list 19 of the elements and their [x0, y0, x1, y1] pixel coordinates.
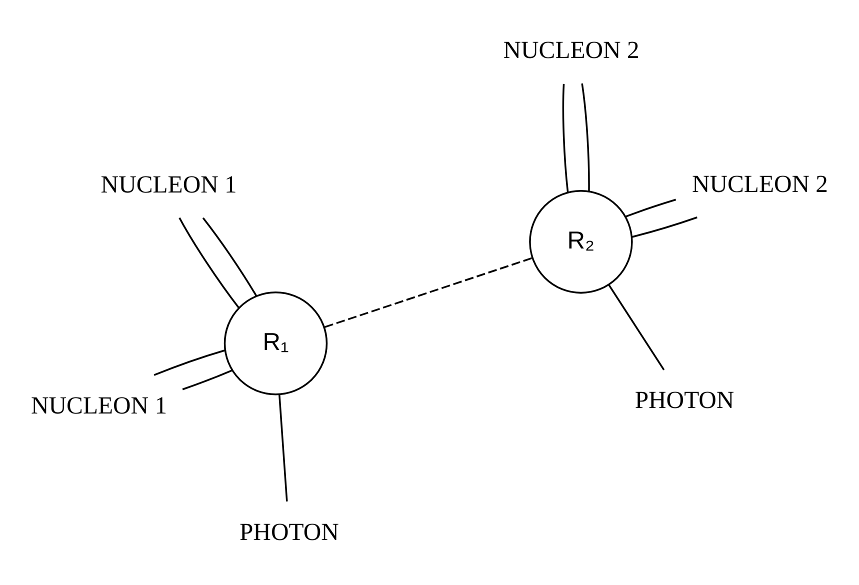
node-circle: R₁ — [224, 292, 328, 396]
node-text: NUCLEON 2 — [503, 37, 640, 64]
node-text: NUCLEON 1 — [31, 392, 168, 420]
node-text: PHOTON — [240, 518, 339, 546]
connector — [178, 217, 240, 308]
node-text: NUCLEON 2 — [692, 171, 828, 198]
connector — [278, 394, 288, 502]
connector — [154, 350, 226, 376]
connector — [581, 83, 590, 192]
node-text: NUCLEON 1 — [100, 171, 237, 198]
connector — [608, 284, 665, 370]
node-text: PHOTON — [634, 387, 734, 414]
connector — [202, 217, 258, 296]
connector — [182, 370, 232, 390]
connector — [625, 198, 676, 218]
connector — [562, 84, 569, 192]
connector — [632, 216, 698, 238]
node-circle: R₂ — [529, 190, 633, 294]
connector — [324, 257, 533, 328]
